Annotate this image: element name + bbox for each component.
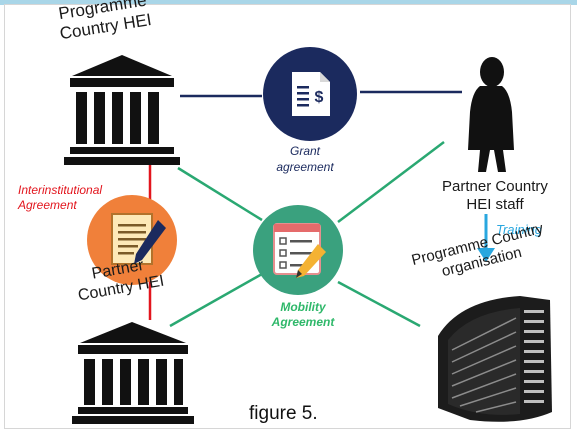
training-arrow [477,214,495,262]
diagram-frame [4,4,571,429]
staff-line2: HEI staff [466,196,524,213]
partner-hei-building-icon [72,322,194,424]
line-staff-to-mobility [337,141,445,223]
programme-hei-building-icon [64,55,180,165]
line-prog-hei-to-mobility [177,166,263,222]
staff-line1: Partner Country [442,178,548,195]
grant-line2: agreement [276,160,334,174]
line-org-to-mobility [337,280,421,328]
svg-text:$: $ [315,89,324,106]
mobility-line2: Agreement [271,315,335,329]
top-accent-bar [0,0,577,5]
inter-line1: Interinstitutional [18,183,103,197]
grant-document-icon: $ [263,47,357,141]
document-pen-icon [87,195,177,285]
mobility-agreement-label: Mobility Agreement [248,300,358,330]
inter-line2: Agreement [18,198,77,212]
person-silhouette-icon [468,57,514,172]
office-building-icon [438,296,552,422]
partner-staff-label: Partner Country HEI staff [420,178,570,214]
mobility-line1: Mobility [280,300,326,314]
training-label: Training [496,222,543,237]
grant-agreement-label: Grant agreement [250,143,360,175]
figure-caption: figure 5. [249,403,318,424]
line-partner-hei-to-mobility [169,272,263,328]
checklist-pencil-icon [253,205,343,295]
interinstitutional-agreement-label: Interinstitutional Agreement [18,183,102,213]
grant-line1: Grant [289,144,320,158]
